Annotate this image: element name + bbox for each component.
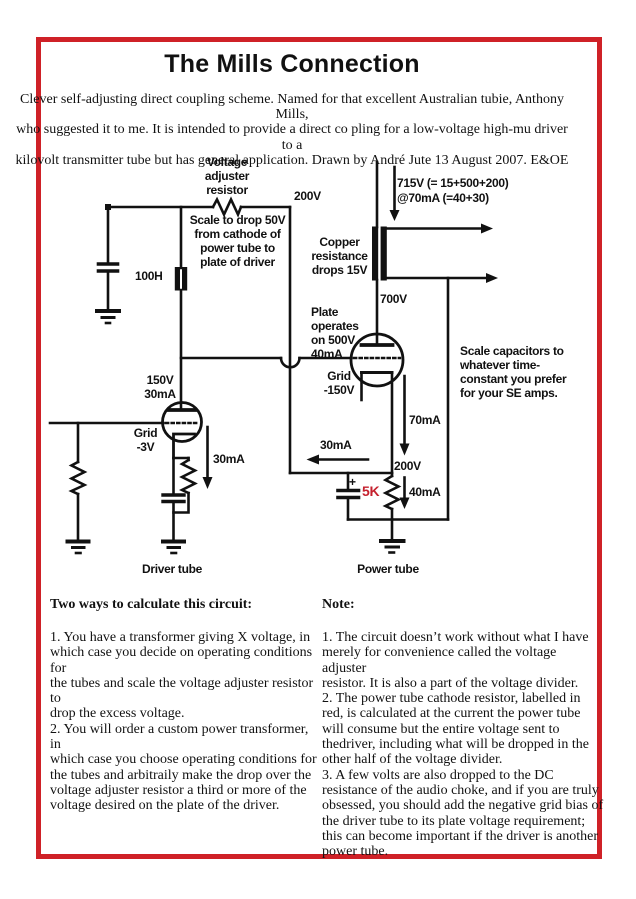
ground-symbol	[95, 309, 121, 325]
current-arrow-30ma-driver	[202, 425, 213, 489]
ground-symbol	[161, 539, 186, 555]
label-150v-30ma: 150V 30mA	[144, 373, 176, 401]
driver-cathode-network	[161, 456, 198, 542]
label-copper-resistance: Copper resistance drops 15V	[311, 235, 368, 277]
label-30ma-loop: 30mA	[320, 438, 352, 452]
intro-paragraph: Clever self-adjusting direct coupling sc…	[15, 92, 569, 168]
label-200v-cathode: 200V	[394, 459, 421, 473]
notes-left-heading: Two ways to calculate this circuit:	[50, 597, 253, 612]
label-grid-power: Grid -150V	[323, 369, 355, 397]
notes-left-body: 1. You have a transformer giving X volta…	[50, 630, 317, 814]
label-plate-operates: Plate operates on 500V 40mA	[311, 305, 359, 361]
label-700v: 700V	[380, 292, 407, 306]
junction-dot	[105, 204, 111, 210]
label-cap-polarity-plus: +	[349, 475, 356, 489]
current-arrow-70ma	[399, 374, 410, 456]
label-30ma-driver: 30mA	[213, 452, 245, 466]
label-power-tube: Power tube	[357, 562, 419, 576]
current-arrow-30ma-loop	[306, 454, 370, 465]
page-border	[36, 37, 602, 859]
page-title: The Mills Connection	[164, 50, 420, 78]
notes-right-heading: Note:	[322, 597, 355, 612]
label-grid-driver: Grid -3V	[133, 426, 158, 454]
psu-filter-capacitor	[96, 205, 120, 311]
label-40ma: 40mA	[409, 485, 441, 499]
notes-left-column: Two ways to calculate this circuit: 1. Y…	[50, 597, 320, 847]
output-transformer	[372, 160, 498, 521]
notes-right-body: 1. The circuit doesn’t work without what…	[322, 630, 604, 860]
power-tube-symbol	[349, 332, 405, 475]
power-cathode-network	[336, 471, 450, 541]
label-voltage-adjuster: Voltage adjuster resistor	[204, 155, 250, 197]
label-200v-top: 200V	[294, 189, 321, 203]
driver-grid-resistor	[68, 421, 88, 542]
label-70ma: 70mA	[409, 413, 441, 427]
label-choke-100h: 100H	[135, 269, 163, 283]
notes-right-column: Note: 1. The circuit doesn’t work withou…	[322, 597, 604, 859]
choke-100h	[174, 205, 188, 412]
ground-symbol	[65, 539, 91, 555]
ground-symbol	[379, 539, 406, 554]
label-driver-tube: Driver tube	[141, 562, 203, 576]
voltage-adjuster-resistor	[106, 196, 292, 218]
driver-tube-symbol	[161, 401, 203, 460]
label-scale-drop: Scale to drop 50V from cathode of power …	[189, 213, 286, 269]
label-supply-voltage: 715V (= 15+500+200) @70mA (=40+30)	[397, 176, 509, 205]
label-scale-capacitors: Scale capacitors to whatever time- const…	[460, 344, 567, 400]
current-arrow-40ma	[399, 476, 410, 509]
label-5k-resistor: 5K	[362, 483, 380, 499]
current-arrow-supply	[389, 165, 400, 221]
